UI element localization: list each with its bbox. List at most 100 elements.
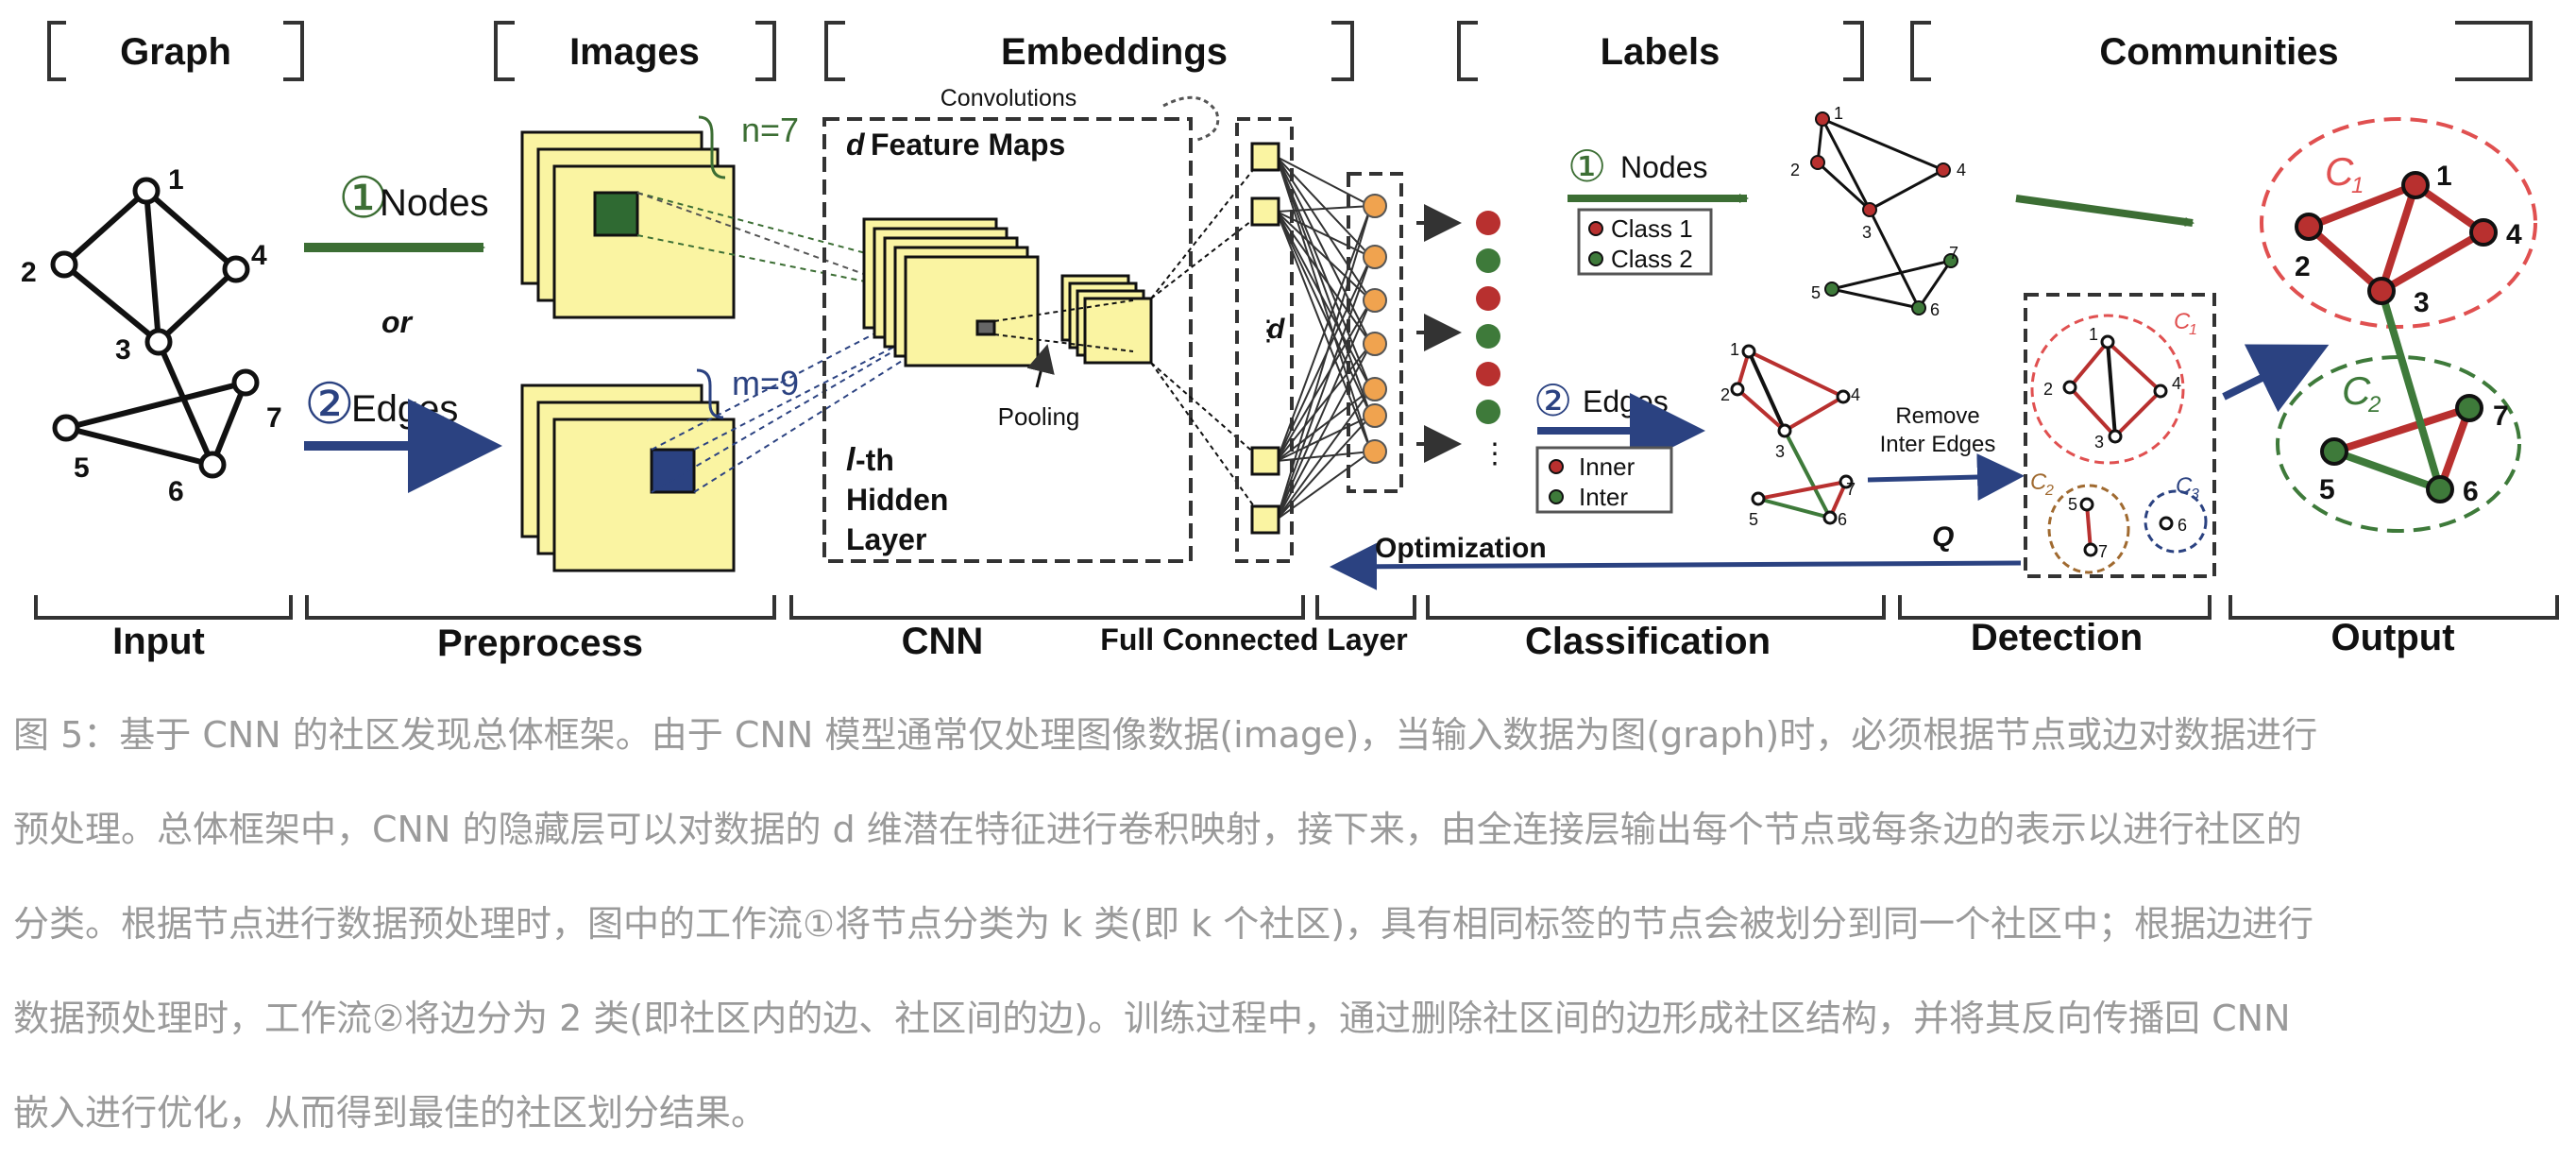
- nc-node-1: 1: [1834, 104, 1843, 123]
- labels-nodes-number: ①: [1568, 142, 1606, 191]
- detection-c1-ring: [2030, 314, 2185, 465]
- feature-map-stack: [862, 217, 1040, 367]
- nc-node-7: 7: [1949, 244, 1958, 263]
- header-brackets: [47, 21, 2533, 81]
- fc-connection: [1276, 451, 1372, 462]
- label-dot: [1476, 286, 1500, 311]
- header-communities: Communities: [2099, 31, 2338, 73]
- legend-class1: Class 1: [1611, 214, 1693, 243]
- footer-detection: Detection: [1971, 617, 2143, 658]
- detection-c3-ring: [2144, 489, 2208, 554]
- fc-input-unit: [1250, 142, 1280, 172]
- caption-line-3: 分类。根据节点进行数据预处理时，图中的工作流①将节点分类为 k 类(即 k 个社…: [13, 903, 2314, 945]
- nc-node-2: 2: [1790, 161, 1800, 179]
- fc-entry-lines: [1150, 156, 1264, 520]
- ec-node-6: 6: [1838, 510, 1847, 529]
- det-c3-sub: 3: [2191, 486, 2199, 503]
- workflow-nodes-number: ①: [338, 166, 389, 230]
- node-image-brace: [698, 115, 726, 179]
- detection-to-output-arrow: [2222, 344, 2330, 413]
- out-node-1: 1: [2436, 161, 2452, 192]
- out-c1-label: C: [2325, 149, 2354, 194]
- hidden-layer-line1: -th: [856, 443, 894, 477]
- legend-inner: Inner: [1579, 452, 1635, 481]
- hidden-layer-l: l: [846, 442, 856, 478]
- workflow-edges-number: ②: [304, 372, 355, 435]
- out-node-5: 5: [2319, 474, 2335, 505]
- det-c1-sub: 1: [2189, 322, 2197, 338]
- ec-node-7: 7: [1846, 480, 1856, 499]
- fc-input-unit: [1250, 196, 1280, 227]
- fc-connection: [1276, 256, 1372, 520]
- detection-c1-graph: 1 2 3 4: [2043, 325, 2181, 452]
- det-c2-sub: 2: [2044, 483, 2054, 499]
- ec-node-3: 3: [1775, 442, 1785, 461]
- label-dot: [1476, 211, 1500, 235]
- convolution-loop-arrow: [1162, 95, 1220, 142]
- detection-c2-ring: [2047, 484, 2130, 574]
- ec-node-2: 2: [1720, 385, 1730, 404]
- label-dot: [1476, 324, 1500, 349]
- out-c2-sub: 2: [2367, 392, 2381, 418]
- optimization-arrow: [1330, 542, 2022, 590]
- fc-output-unit: [1363, 288, 1387, 313]
- label-dot: [1476, 362, 1500, 386]
- fc-connection: [1276, 388, 1372, 520]
- fc-connection: [1276, 256, 1372, 462]
- fc-input-units: [1250, 142, 1280, 535]
- hidden-layer-line3: Layer: [846, 522, 926, 556]
- nc-node-6: 6: [1930, 300, 1940, 319]
- output-graph: 1 2 3 4 5 6 7: [2295, 161, 2522, 507]
- fc-connection: [1276, 343, 1372, 520]
- labels-nodes-label: Nodes: [1620, 150, 1708, 184]
- edge-image-stack: [520, 384, 736, 572]
- labels-edges-number: ②: [1534, 376, 1572, 425]
- edge-legend: Inner Inter: [1535, 446, 1673, 514]
- footer-preprocess: Preprocess: [437, 623, 643, 664]
- graph-node-label-2: 2: [21, 257, 37, 288]
- optimization-label: Optimization: [1375, 533, 1547, 564]
- det-node-1: 1: [2089, 325, 2098, 344]
- fc-connection: [1276, 205, 1372, 462]
- figure-caption: 图 5：基于 CNN 的社区发现总体框架。由于 CNN 模型通常仅处理图像数据(…: [13, 688, 2563, 1160]
- convolutions-label: Convolutions: [941, 85, 1077, 111]
- out-node-2: 2: [2295, 251, 2311, 282]
- fc-output-arrows: [1416, 204, 1462, 463]
- graph-node-label-1: 1: [168, 164, 184, 196]
- det-node-6: 6: [2178, 516, 2187, 535]
- fc-connection: [1276, 299, 1372, 520]
- labels-edges-label: Edges: [1583, 384, 1669, 418]
- remove-arrow: [1867, 453, 2025, 502]
- footer-full-connected: Full Connected Layer: [1100, 623, 1407, 657]
- input-graph: 1 2 3 4 5 6 7: [21, 164, 282, 507]
- footer-input: Input: [112, 621, 205, 662]
- fc-output-unit: [1363, 245, 1387, 269]
- det-node-7: 7: [2098, 542, 2108, 561]
- fc-connection: [1276, 205, 1372, 213]
- footer-classification: Classification: [1525, 621, 1771, 662]
- pooling-label: Pooling: [998, 402, 1080, 431]
- pooled-map-stack: [1060, 274, 1153, 365]
- fc-connection: [1276, 211, 1372, 301]
- ec-node-5: 5: [1749, 510, 1758, 529]
- fc-connection: [1276, 299, 1372, 462]
- fc-connection: [1276, 156, 1372, 390]
- node-image-n-label: n=7: [741, 111, 799, 149]
- det-c1-label: C: [2174, 309, 2191, 334]
- header-labels: Labels: [1601, 31, 1720, 73]
- remove-label-line2: Inter Edges: [1880, 432, 1996, 457]
- legend-inter: Inter: [1579, 483, 1628, 511]
- det-node-5: 5: [2068, 495, 2077, 514]
- nc-node-5: 5: [1811, 283, 1821, 302]
- caption-line-5: 嵌入进行优化，从而得到最佳的社区划分结果。: [13, 1092, 768, 1134]
- out-node-3: 3: [2414, 287, 2430, 318]
- graph-node-label-7: 7: [266, 402, 282, 434]
- fc-input-box: [1235, 117, 1294, 563]
- nodes-to-output-arrow: [2015, 195, 2195, 227]
- caption-line-2: 预处理。总体框架中，CNN 的隐藏层可以对数据的 d 维潜在特征进行卷积映射，接…: [13, 809, 2302, 850]
- output-c1-ring: [2260, 117, 2537, 329]
- fc-connection: [1276, 343, 1372, 462]
- det-node-3: 3: [2094, 433, 2104, 452]
- footer-output: Output: [2330, 617, 2454, 658]
